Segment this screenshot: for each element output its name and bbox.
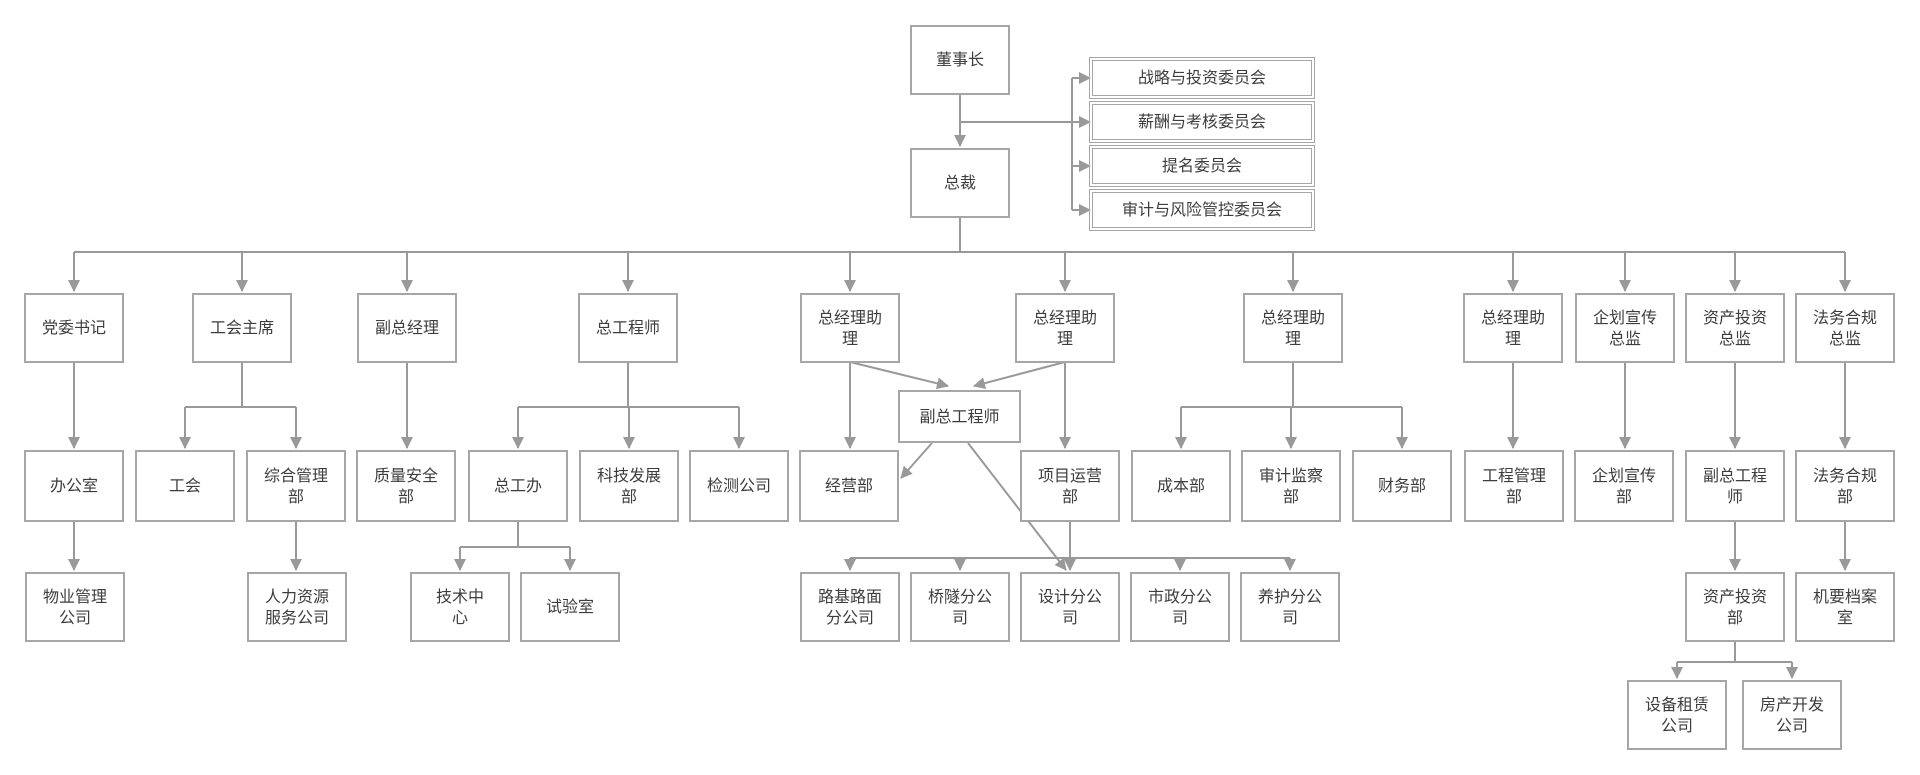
node-office: 办公室 [24, 450, 124, 522]
node-cost-dept: 成本部 [1131, 450, 1231, 522]
node-union-chairman: 工会主席 [192, 293, 292, 363]
node-maintenance-branch: 养护分公 司 [1240, 572, 1340, 642]
node-gm-assistant-3: 总经理助 理 [1243, 293, 1343, 363]
node-engineering-mgmt-dept: 工程管理 部 [1464, 450, 1564, 522]
node-gm-assistant-1: 总经理助 理 [800, 293, 900, 363]
node-testing-company: 检测公司 [689, 450, 789, 522]
node-committee-compensation-assessment: 薪酬与考核委员会 [1089, 101, 1315, 143]
node-chief-engineer: 总工程师 [578, 293, 678, 363]
node-president: 总裁 [910, 148, 1010, 218]
connector-arrow [967, 442, 1067, 571]
node-planning-publicity-dept: 企划宣传 部 [1574, 450, 1674, 522]
node-chief-engineer-office: 总工办 [468, 450, 568, 522]
connector-arrow [900, 442, 933, 479]
node-bridge-tunnel-branch: 桥隧分公 司 [910, 572, 1010, 642]
node-party-secretary: 党委书记 [24, 293, 124, 363]
node-design-branch: 设计分公 司 [1020, 572, 1120, 642]
node-project-operations-dept: 项目运营 部 [1020, 450, 1120, 522]
node-asset-investment-director: 资产投资 总监 [1685, 293, 1785, 363]
connector-arrow [973, 361, 1066, 389]
node-committee-audit-risk: 审计与风险管控委员会 [1089, 189, 1315, 231]
node-roadbed-pavement-branch: 路基路面 分公司 [800, 572, 900, 642]
node-deputy-chief-engineer-right: 副总工程 师 [1685, 450, 1785, 522]
node-tech-development-dept: 科技发展 部 [579, 450, 679, 522]
node-committee-strategy-investment: 战略与投资委员会 [1089, 57, 1315, 99]
node-planning-publicity-director: 企划宣传 总监 [1575, 293, 1675, 363]
node-legal-compliance-director: 法务合规 总监 [1795, 293, 1895, 363]
node-gm-assistant-2: 总经理助 理 [1015, 293, 1115, 363]
node-property-mgmt-company: 物业管理 公司 [25, 572, 125, 642]
node-asset-investment-dept: 资产投资 部 [1685, 572, 1785, 642]
node-business-dept: 经营部 [799, 450, 899, 522]
node-gm-assistant-4: 总经理助 理 [1463, 293, 1563, 363]
node-deputy-general-manager: 副总经理 [357, 293, 457, 363]
node-audit-supervision-dept: 审计监察 部 [1241, 450, 1341, 522]
node-chairman: 董事长 [910, 25, 1010, 95]
node-equipment-leasing-company: 设备租赁 公司 [1627, 680, 1727, 750]
node-labor-union: 工会 [135, 450, 235, 522]
node-laboratory: 试验室 [520, 572, 620, 642]
node-finance-dept: 财务部 [1352, 450, 1452, 522]
node-deputy-chief-engineer-mid: 副总工程师 [898, 390, 1021, 443]
node-committee-nomination: 提名委员会 [1089, 145, 1315, 187]
node-quality-safety-dept: 质量安全 部 [356, 450, 456, 522]
node-technology-center: 技术中 心 [410, 572, 510, 642]
node-general-admin-dept: 综合管理 部 [246, 450, 346, 522]
node-legal-compliance-dept: 法务合规 部 [1795, 450, 1895, 522]
node-real-estate-dev-company: 房产开发 公司 [1742, 680, 1842, 750]
node-hr-services-company: 人力资源 服务公司 [247, 572, 347, 642]
connector-arrow [849, 361, 949, 390]
node-municipal-branch: 市政分公 司 [1130, 572, 1230, 642]
node-archives-room: 机要档案 室 [1795, 572, 1895, 642]
